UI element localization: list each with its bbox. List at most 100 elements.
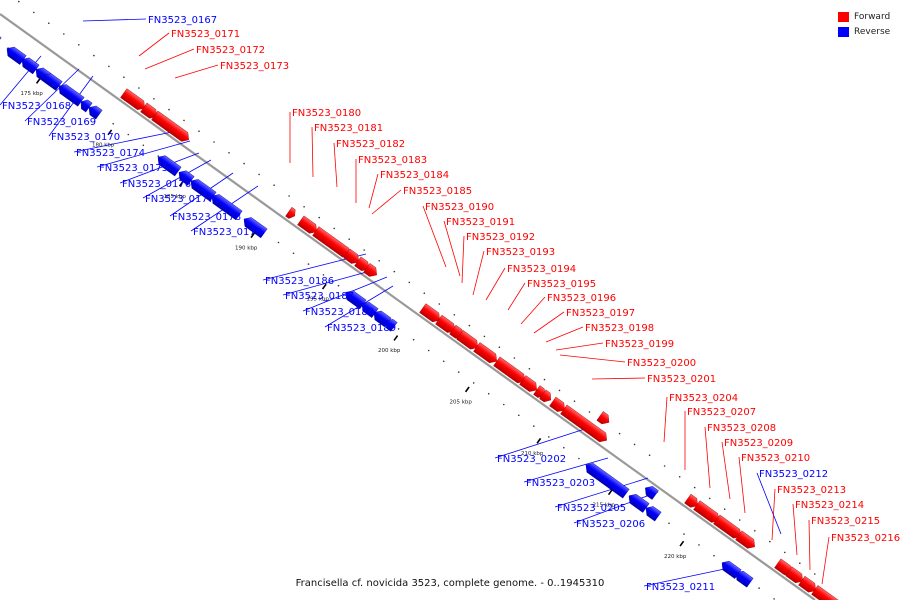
- gene-arrow-FN3523_0193[interactable]: [456, 329, 480, 352]
- gene-arrow-FN3523_0190[interactable]: [419, 303, 442, 325]
- gene-arrow-FN3523_0194[interactable]: [473, 342, 499, 365]
- gene-arrow-FN3523_0212[interactable]: [733, 568, 754, 588]
- gene-label-FN3523_0199[interactable]: FN3523_0199: [605, 339, 674, 350]
- gene-arrow-FN3523_0170[interactable]: [78, 97, 93, 113]
- gene-label-FN3523_0201[interactable]: FN3523_0201: [647, 374, 716, 385]
- gene-arrow-FN3523_0170[interactable]: [56, 82, 85, 107]
- gene-label-FN3523_0180[interactable]: FN3523_0180: [292, 108, 361, 119]
- gene-label-FN3523_0176[interactable]: FN3523_0176: [122, 179, 191, 190]
- gene-label-FN3523_0184[interactable]: FN3523_0184: [380, 170, 449, 181]
- gene-label-FN3523_0203[interactable]: FN3523_0203: [526, 478, 595, 489]
- gene-label-FN3523_0197[interactable]: FN3523_0197: [566, 308, 635, 319]
- gene-label-FN3523_0187[interactable]: FN3523_0187: [285, 291, 354, 302]
- gene-label-FN3523_0215[interactable]: FN3523_0215: [811, 516, 880, 527]
- gene-label-FN3523_0177[interactable]: FN3523_0177: [145, 194, 214, 205]
- gene-arrow-FN3523_0203[interactable]: [642, 483, 659, 500]
- gene-label-FN3523_0193[interactable]: FN3523_0193: [486, 247, 555, 258]
- gene-label-FN3523_0186[interactable]: FN3523_0186: [265, 276, 334, 287]
- gene-label-FN3523_0185[interactable]: FN3523_0185: [403, 186, 472, 197]
- gene-label-FN3523_0208[interactable]: FN3523_0208: [707, 423, 776, 434]
- gene-arrow-FN3523_0207[interactable]: [684, 493, 700, 510]
- gene-label-FN3523_0198[interactable]: FN3523_0198: [585, 323, 654, 334]
- gene-label-FN3523_0172[interactable]: FN3523_0172: [196, 45, 265, 56]
- gene-label-FN3523_0213[interactable]: FN3523_0213: [777, 485, 846, 496]
- gene-arrow-FN3523_0167[interactable]: [0, 29, 2, 47]
- gene-body: [560, 404, 607, 443]
- gene-label-FN3523_0181[interactable]: FN3523_0181: [314, 123, 383, 134]
- gene-arrow-FN3523_0184[interactable]: [363, 263, 379, 279]
- gene-label-FN3523_0188[interactable]: FN3523_0188: [305, 307, 374, 318]
- gene-arrow-FN3523_0181[interactable]: [297, 215, 319, 236]
- minor-dot: [663, 465, 666, 467]
- gene-label-FN3523_0178[interactable]: FN3523_0178: [172, 212, 241, 223]
- gene-arrow-FN3523_0200[interactable]: [560, 404, 609, 445]
- gene-label-FN3523_0192[interactable]: FN3523_0192: [466, 232, 535, 243]
- gene-arrow-FN3523_0215[interactable]: [798, 575, 818, 595]
- minor-dot: [78, 44, 80, 46]
- gene-arrow-FN3523_0170[interactable]: [41, 71, 63, 91]
- gene-label-FN3523_0206[interactable]: FN3523_0206: [576, 519, 645, 530]
- gene-label-FN3523_0214[interactable]: FN3523_0214: [795, 500, 864, 511]
- gene-label-FN3523_0211[interactable]: FN3523_0211: [646, 582, 715, 593]
- gene-arrow-FN3523_0202[interactable]: [583, 460, 630, 499]
- gene-arrow-FN3523_0198[interactable]: [539, 389, 553, 405]
- gene-arrow-FN3523_0170[interactable]: [86, 103, 103, 120]
- gene-label-FN3523_0212[interactable]: FN3523_0212: [759, 469, 828, 480]
- gene-label-FN3523_0183[interactable]: FN3523_0183: [358, 155, 427, 166]
- gene-arrow-FN3523_0179[interactable]: [241, 215, 268, 239]
- gene-arrow-FN3523_0205[interactable]: [626, 491, 650, 513]
- gene-label-FN3523_0173[interactable]: FN3523_0173: [220, 61, 289, 72]
- gene-label-FN3523_0202[interactable]: FN3523_0202: [497, 454, 566, 465]
- gene-arrow-FN3523_0168[interactable]: [19, 55, 40, 75]
- scale-tick-mark: [35, 78, 41, 84]
- gene-arrow-FN3523_0177[interactable]: [209, 192, 243, 221]
- scale-tick-label: 210 kbp: [521, 451, 544, 457]
- gene-label-FN3523_0167[interactable]: FN3523_0167: [148, 15, 217, 26]
- gene-arrow-FN3523_0189[interactable]: [383, 317, 398, 332]
- gene-label-FN3523_0207[interactable]: FN3523_0207: [687, 407, 756, 418]
- gene-label-FN3523_0195[interactable]: FN3523_0195: [527, 279, 596, 290]
- gene-arrow-FN3523_0180[interactable]: [285, 206, 297, 220]
- gene-arrow-FN3523_0206[interactable]: [643, 504, 662, 522]
- gene-label-FN3523_0204[interactable]: FN3523_0204: [669, 393, 738, 404]
- gene-label-FN3523_0200[interactable]: FN3523_0200: [627, 358, 696, 369]
- gene-body: [645, 486, 659, 500]
- gene-arrow-FN3523_0175[interactable]: [176, 168, 195, 186]
- gene-label-FN3523_0209[interactable]: FN3523_0209: [724, 438, 793, 449]
- gene-label-FN3523_0189[interactable]: FN3523_0189: [327, 323, 396, 334]
- gene-label-FN3523_0174[interactable]: FN3523_0174: [76, 148, 145, 159]
- gene-arrow-FN3523_0173[interactable]: [151, 110, 191, 144]
- leader-line: [559, 354, 626, 363]
- gene-label-FN3523_0191[interactable]: FN3523_0191: [446, 217, 515, 228]
- gene-arrow-FN3523_0201[interactable]: [596, 411, 612, 426]
- gene-label-FN3523_0175[interactable]: FN3523_0175: [99, 163, 168, 174]
- gene-arrow-FN3523_0214[interactable]: [785, 566, 805, 586]
- gene-label-FN3523_0196[interactable]: FN3523_0196: [547, 293, 616, 304]
- gene-label-FN3523_0168[interactable]: FN3523_0168: [2, 101, 71, 112]
- minor-dot: [693, 486, 696, 489]
- leader-line: [643, 566, 735, 587]
- gene-arrow-FN3523_0171[interactable]: [120, 88, 147, 113]
- gene-label-FN3523_0190[interactable]: FN3523_0190: [425, 202, 494, 213]
- gene-arrow-FN3523_0176[interactable]: [188, 176, 217, 202]
- gene-label-FN3523_0216[interactable]: FN3523_0216: [831, 533, 900, 544]
- gene-arrow-FN3523_0209[interactable]: [735, 530, 757, 551]
- gene-arrow-FN3523_0186[interactable]: [343, 288, 367, 310]
- minor-dot: [773, 598, 775, 600]
- gene-arrow-FN3523_0199[interactable]: [549, 396, 567, 415]
- gene-label-FN3523_0182[interactable]: FN3523_0182: [336, 139, 405, 150]
- gene-label-FN3523_0171[interactable]: FN3523_0171: [171, 29, 240, 40]
- gene-arrow-FN3523_0168[interactable]: [4, 44, 27, 65]
- gene-arrow-FN3523_0182[interactable]: [343, 248, 361, 267]
- gene-label-FN3523_0194[interactable]: FN3523_0194: [507, 264, 576, 275]
- gene-arrow-FN3523_0196[interactable]: [519, 375, 539, 395]
- minor-dot: [498, 346, 501, 349]
- gene-label-FN3523_0210[interactable]: FN3523_0210: [741, 453, 810, 464]
- gene-arrow-FN3523_0174[interactable]: [155, 153, 182, 177]
- gene-arrow-FN3523_0216[interactable]: [811, 585, 842, 600]
- gene-label-FN3523_0205[interactable]: FN3523_0205: [557, 503, 626, 514]
- gene-label-FN3523_0179[interactable]: FN3523_0179: [193, 227, 262, 238]
- gene-label-FN3523_0170[interactable]: FN3523_0170: [51, 132, 120, 143]
- gene-label-FN3523_0169[interactable]: FN3523_0169: [27, 117, 96, 128]
